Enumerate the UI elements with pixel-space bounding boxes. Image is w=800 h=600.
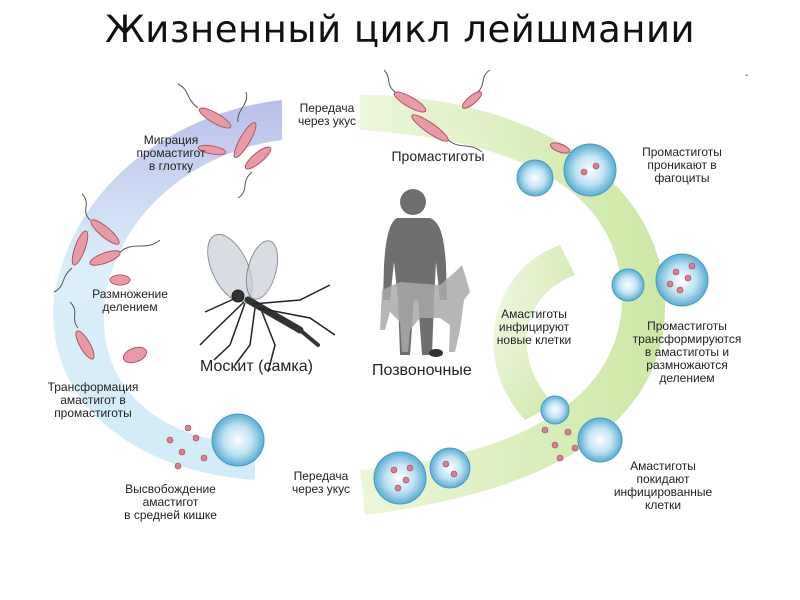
label-transform-multiply: Промастиготы трансформируются в амастиго… bbox=[632, 319, 742, 385]
vertebrate-cycle-band bbox=[360, 95, 666, 515]
label-amastigotes-leave: Амастиготы покидают инфицированные клетк… bbox=[613, 459, 713, 512]
label-amastigotes-infect: Амастиготы инфицируют новые клетки bbox=[496, 307, 572, 347]
label-reproduction: Размножение делением bbox=[92, 287, 168, 314]
page-title: Жизненный цикл лейшмании bbox=[104, 8, 696, 51]
small-object bbox=[429, 349, 443, 357]
amastigote-dots bbox=[166, 162, 696, 492]
phagocyte-cells bbox=[211, 143, 709, 505]
host-label-vertebrate: Позвоночные bbox=[372, 362, 472, 379]
promastigote-group bbox=[71, 91, 570, 364]
mosquito-cycle-band bbox=[53, 100, 283, 480]
host-label-mosquito: Москит (самка) bbox=[200, 358, 313, 375]
flagella bbox=[53, 69, 491, 329]
label-penetrate-phagocytes: Промастиготы проникают в фагоциты bbox=[642, 145, 722, 185]
label-transformation-to-promastigotes: Трансформация амастигот в промастиготы bbox=[47, 380, 139, 420]
mosquito-illustration bbox=[199, 233, 336, 373]
label-promastigotes: Промастиготы bbox=[391, 148, 485, 164]
label-transfer-bite-top: Передача через укус bbox=[297, 101, 357, 128]
label-release-amastigotes: Высвобождение амастигот в средней кишке bbox=[124, 482, 217, 522]
label-transfer-bite-bottom: Передача через укус bbox=[291, 469, 351, 496]
label-migration: Миграция промастигот в глотку bbox=[136, 133, 206, 173]
corner-mark: - bbox=[745, 70, 749, 81]
dog-silhouette bbox=[380, 265, 470, 352]
